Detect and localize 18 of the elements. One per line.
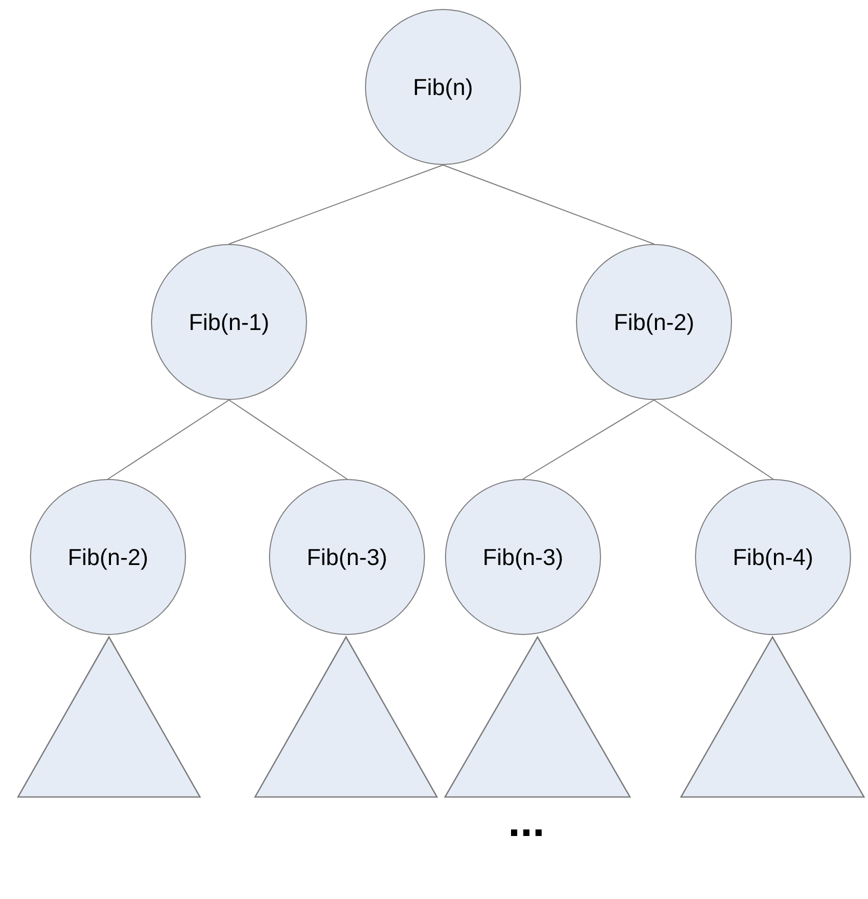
connector-line [228, 400, 348, 480]
connector-line [228, 164, 444, 244]
node-label: Fib(n-4) [732, 544, 814, 570]
node-label: Fib(n-3) [306, 544, 388, 570]
connector-line [108, 400, 230, 480]
subtree-triangle [255, 637, 437, 797]
subtree-triangle [18, 637, 200, 797]
node-label: Fib(n-3) [482, 544, 564, 570]
node-label: Fib(n-2) [614, 308, 694, 336]
connector-line [442, 164, 654, 244]
ellipsis-text: ... [508, 800, 545, 844]
connector-line [522, 400, 654, 480]
connector-line [654, 400, 774, 480]
subtree-triangle [445, 637, 630, 797]
node-label: Fib(n) [412, 74, 474, 100]
node-label: Fib(n-2) [68, 544, 148, 570]
subtree-triangle [681, 637, 864, 797]
node-label: Fib(n-1) [188, 308, 270, 336]
